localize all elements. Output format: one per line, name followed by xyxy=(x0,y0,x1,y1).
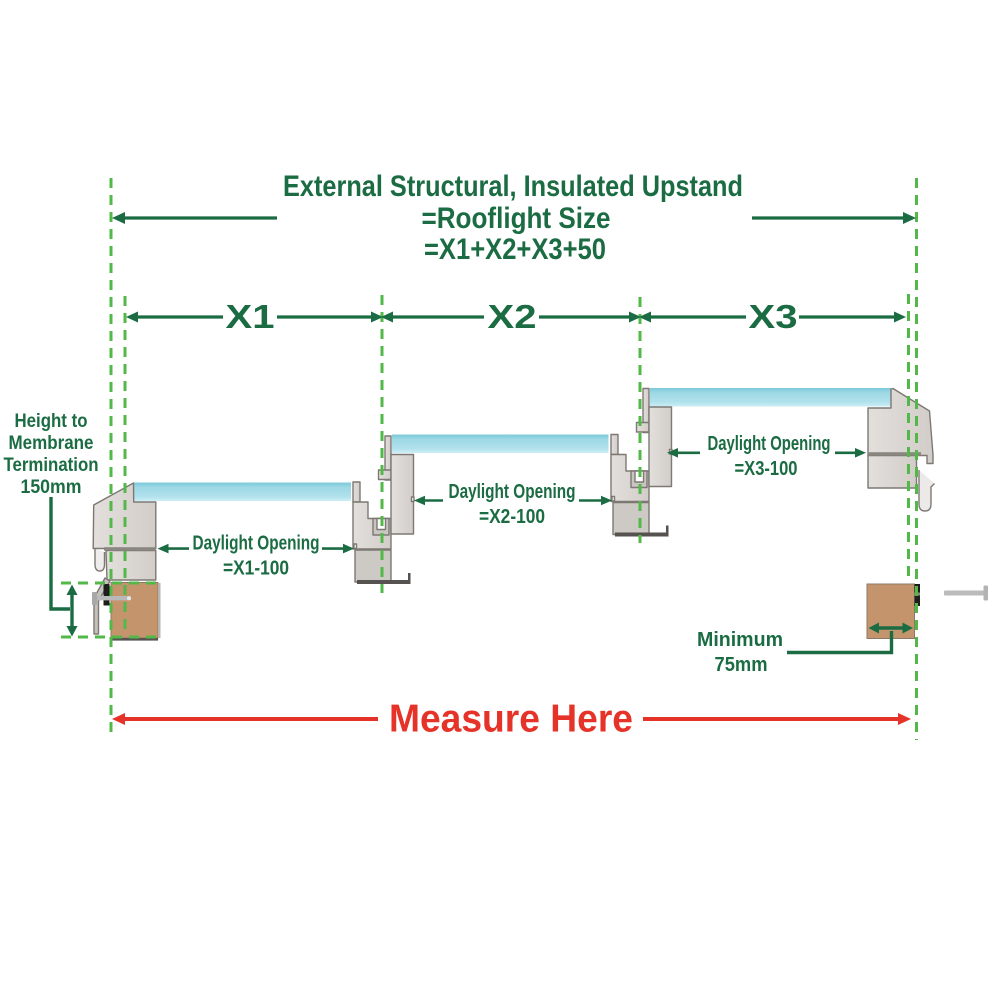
svg-text:Daylight Opening: Daylight Opening xyxy=(449,481,576,503)
svg-text:X2: X2 xyxy=(488,298,537,335)
svg-text:150mm: 150mm xyxy=(21,476,82,498)
svg-text:Minimum: Minimum xyxy=(697,629,783,651)
svg-text:Height to: Height to xyxy=(15,410,88,432)
svg-text:X3: X3 xyxy=(749,298,798,335)
svg-text:=Rooflight Size: =Rooflight Size xyxy=(422,202,611,235)
svg-text:Termination: Termination xyxy=(4,454,99,476)
svg-text:=X1+X2+X3+50: =X1+X2+X3+50 xyxy=(424,233,606,266)
svg-text:External Structural, Insulated: External Structural, Insulated Upstand xyxy=(283,170,743,203)
svg-text:Daylight Opening: Daylight Opening xyxy=(193,533,320,555)
svg-text:=X3-100: =X3-100 xyxy=(735,458,798,480)
svg-text:75mm: 75mm xyxy=(715,654,768,676)
svg-text:Measure Here: Measure Here xyxy=(389,698,633,741)
svg-text:Daylight Opening: Daylight Opening xyxy=(708,433,831,455)
svg-text:=X2-100: =X2-100 xyxy=(479,506,545,528)
svg-text:Membrane: Membrane xyxy=(9,432,94,454)
svg-text:X1: X1 xyxy=(226,298,275,335)
svg-text:=X1-100: =X1-100 xyxy=(223,558,289,580)
